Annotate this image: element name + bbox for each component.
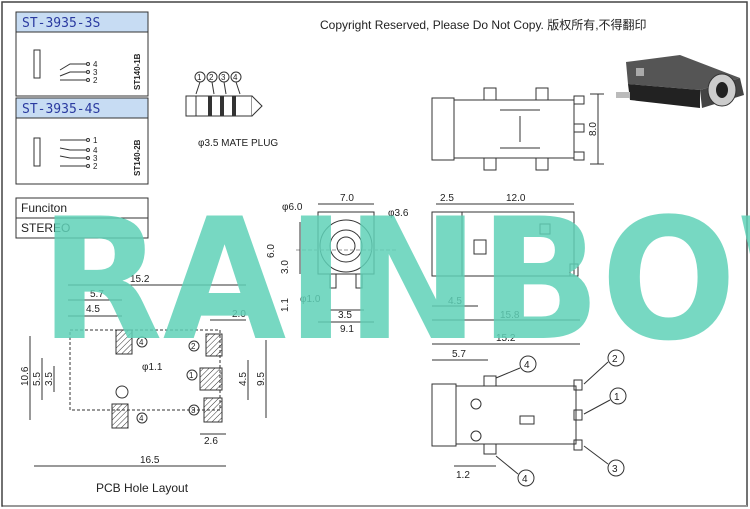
svg-text:4: 4: [93, 146, 98, 155]
dim-bottom-a: 5.7: [452, 349, 466, 360]
schematic-code-2b: ST140-2B: [133, 139, 142, 176]
svg-text:4: 4: [522, 474, 528, 485]
svg-text:2: 2: [612, 354, 618, 365]
svg-text:2: 2: [93, 76, 98, 85]
svg-text:1: 1: [614, 392, 620, 403]
dim-pcb-b: 4.5: [86, 304, 100, 315]
mate-plug-drawing: 1 2 3 4 φ3.5 MATE PLUG: [185, 71, 278, 149]
dim-pcb-d: 4.5: [238, 372, 249, 386]
pcb-layout-title: PCB Hole Layout: [96, 481, 189, 495]
schematic-code-1b: ST140-1B: [133, 53, 142, 90]
dim-front-dia-inner: φ3.6: [388, 208, 409, 219]
dim-front-h3: 1.1: [280, 298, 291, 312]
dim-front-h2: 3.0: [280, 260, 291, 274]
dim-front-w1: 3.5: [338, 310, 352, 321]
dim-front-h1: 6.0: [266, 244, 277, 258]
dim-pcb-c: 2.0: [232, 309, 246, 320]
dim-pcb-g: 16.5: [140, 455, 160, 466]
dim-pcb-h3: 3.5: [44, 372, 55, 386]
product-photo: [616, 55, 744, 108]
svg-text:2: 2: [209, 73, 214, 82]
svg-text:3: 3: [93, 68, 98, 77]
copyright-notice: Copyright Reserved, Please Do Not Copy. …: [320, 17, 647, 32]
svg-text:4: 4: [233, 73, 238, 82]
function-value: STEREO: [21, 221, 70, 235]
function-header: Funciton: [21, 201, 67, 215]
dim-pcb-e: 9.5: [256, 372, 267, 386]
svg-text:4: 4: [139, 414, 144, 423]
dim-front-pin-dia: φ1.0: [300, 294, 321, 305]
rainbow-watermark: RAINBOW: [40, 182, 750, 378]
svg-text:3: 3: [93, 154, 98, 163]
part-model-4s: ST-3935-4S: [22, 102, 100, 117]
dim-pcb-a: 5.7: [90, 289, 104, 300]
svg-text:1: 1: [93, 136, 98, 145]
dim-side-c: 4.5: [448, 296, 462, 307]
bottom-view-drawing: 15.2 5.7 1.2 4 2 1 3 4: [431, 333, 627, 487]
top-view-drawing: 8.0: [431, 87, 604, 171]
part-box-3s: ST-3935-3S 4 3 2 ST140-1B: [15, 11, 149, 97]
svg-text:2: 2: [93, 162, 98, 171]
pcb-layout-drawing: 15.2 5.7 4.5 2.0 φ1.1 4 2 1 3 4 10.6 5.5…: [20, 274, 267, 495]
dim-pcb-f: 2.6: [204, 436, 218, 447]
plug-label: φ3.5 MATE PLUG: [198, 138, 278, 149]
svg-text:4: 4: [524, 360, 530, 371]
dim-pcb-hole: φ1.1: [142, 362, 163, 373]
dim-front-width: 7.0: [340, 193, 354, 204]
svg-text:2: 2: [191, 342, 196, 351]
dim-pcb-total: 15.2: [130, 274, 150, 285]
svg-text:3: 3: [191, 406, 196, 415]
dim-front-w2: 9.1: [340, 324, 354, 335]
part-model-3s: ST-3935-3S: [22, 16, 100, 31]
side-view-drawing: 2.5 12.0 4.5 15.8: [431, 193, 580, 321]
svg-text:1: 1: [189, 371, 194, 380]
svg-text:3: 3: [221, 73, 226, 82]
dim-bottom-b: 1.2: [456, 470, 470, 481]
function-table: Funciton STEREO: [15, 197, 149, 239]
front-view-drawing: 7.0 φ6.0 φ3.6 6.0 3.0 1.1 φ1.0 3.5 9.1: [266, 193, 409, 335]
dim-side-a: 2.5: [440, 193, 454, 204]
svg-text:1: 1: [197, 73, 202, 82]
dim-side-b: 12.0: [506, 193, 526, 204]
svg-text:4: 4: [139, 338, 144, 347]
dim-top-height: 8.0: [588, 122, 599, 136]
svg-text:4: 4: [93, 60, 98, 69]
dim-pcb-h1: 10.6: [20, 366, 31, 386]
svg-text:3: 3: [612, 464, 618, 475]
dim-bottom-w: 15.2: [496, 333, 516, 344]
dim-front-dia-outer: φ6.0: [282, 202, 303, 213]
dim-side-d: 15.8: [500, 310, 520, 321]
dim-pcb-h2: 5.5: [32, 372, 43, 386]
part-box-4s: ST-3935-4S 1 4 3 2 ST140-2B: [15, 97, 149, 185]
